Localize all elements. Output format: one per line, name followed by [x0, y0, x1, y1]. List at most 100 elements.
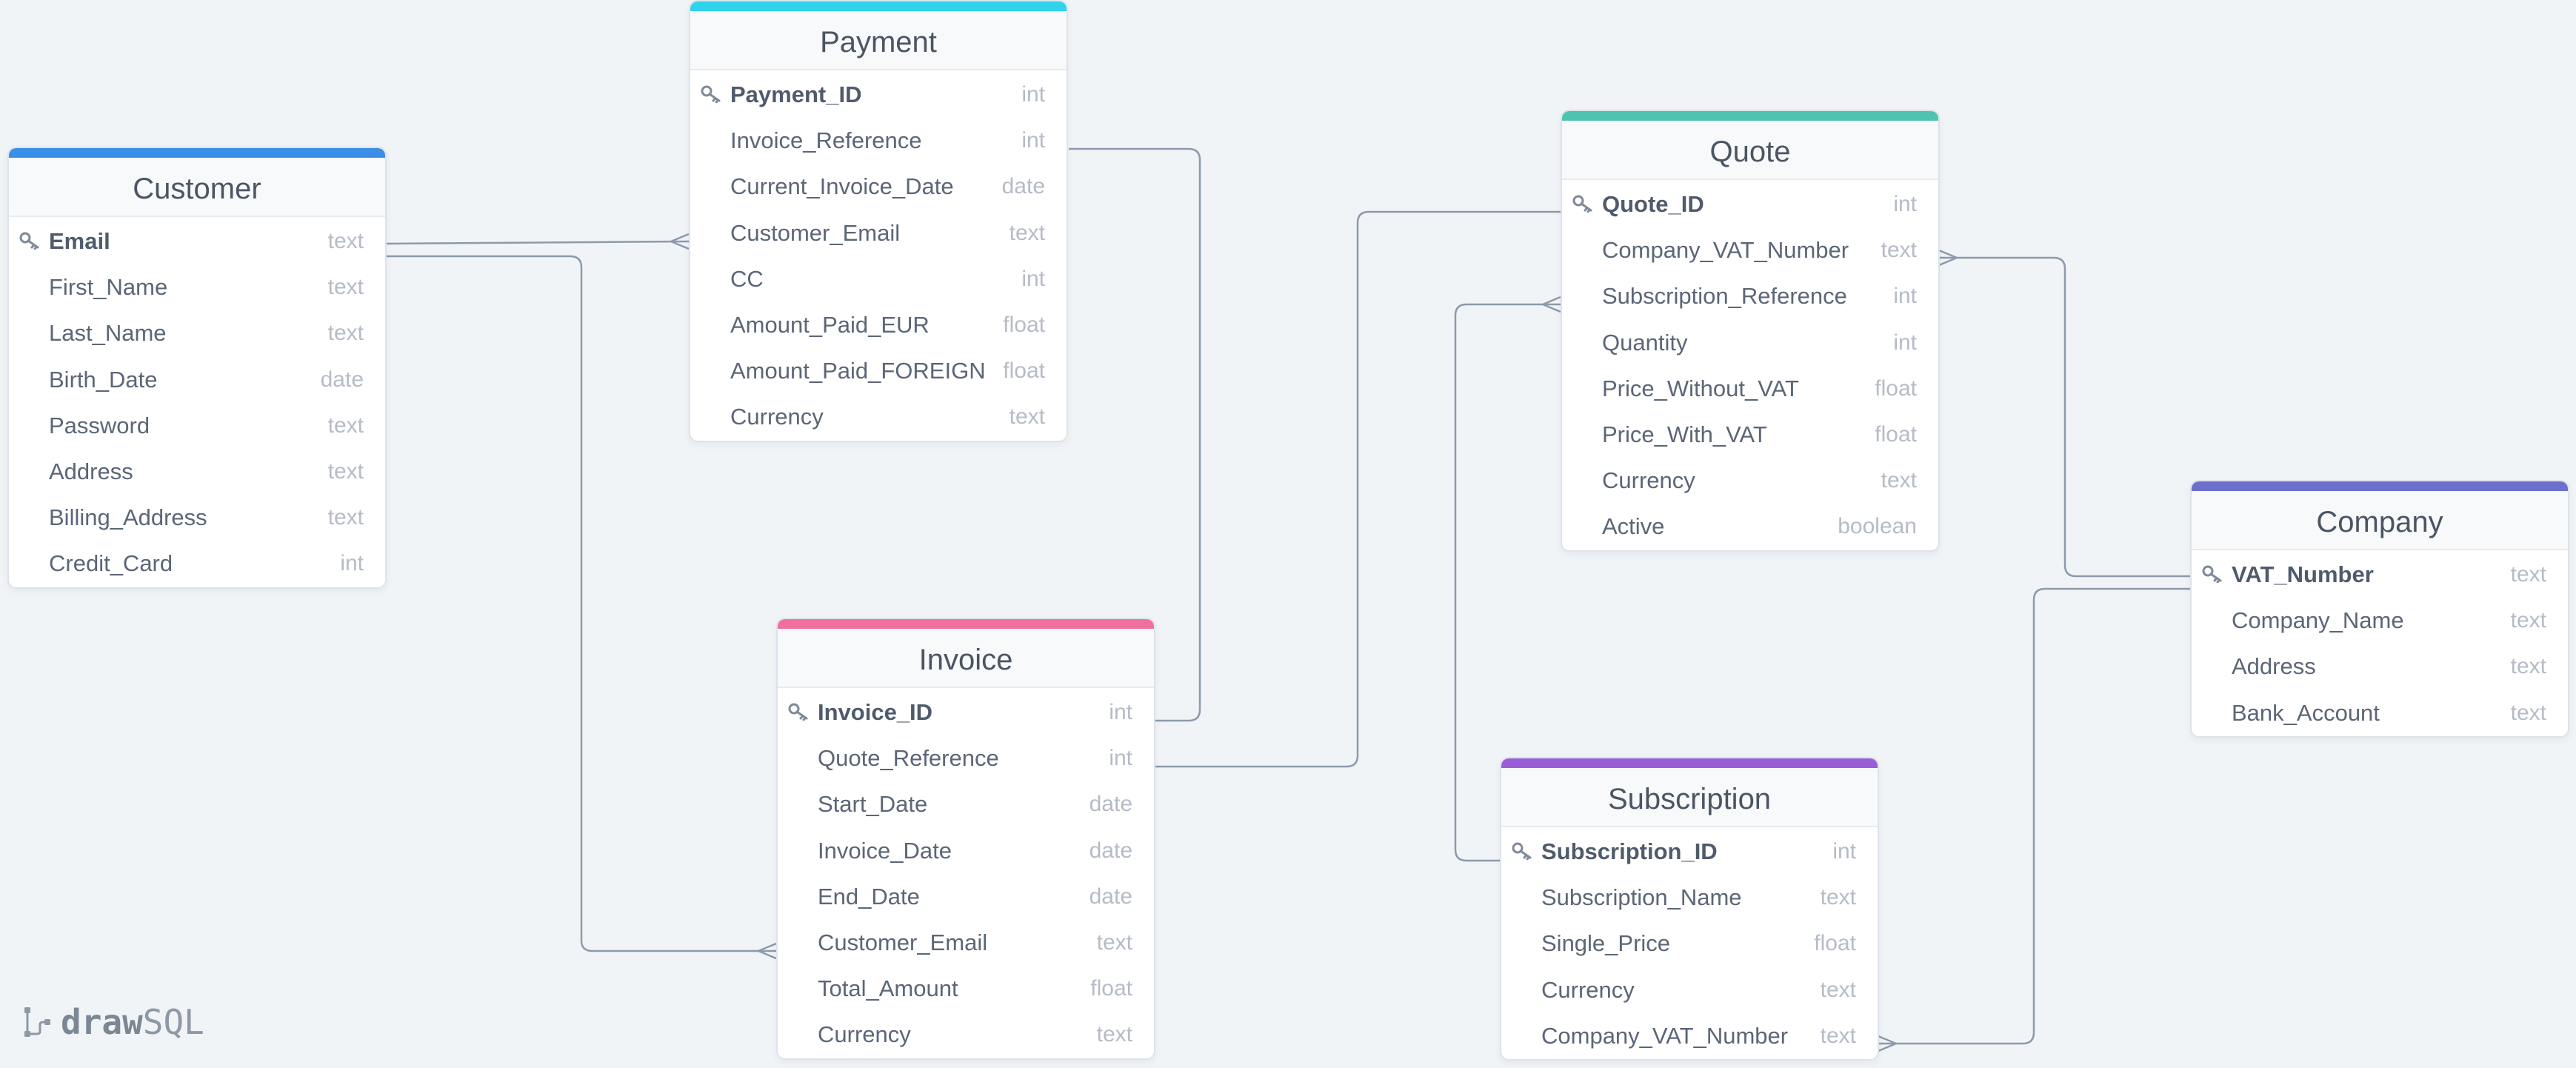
crowfoot-quote-company-vat: [1938, 249, 1960, 267]
column-name: Quote_ID: [1602, 191, 1704, 217]
column-name: Invoice_ID: [818, 699, 933, 725]
column-type: int: [1893, 192, 1917, 216]
key-icon: [19, 232, 41, 250]
logo-text-bold: draw: [61, 1002, 143, 1042]
column-name: Company_VAT_Number: [1541, 1022, 1789, 1049]
column-type: int: [1021, 266, 1045, 291]
column-row[interactable]: Quote_ID int: [1562, 181, 1938, 227]
connector-subscription-to-company: [1878, 587, 2190, 1045]
column-name: Address: [2232, 653, 2316, 680]
column-row[interactable]: CC int: [690, 256, 1067, 302]
crowfoot-invoice-customer-email: [755, 942, 777, 960]
table-title: Company: [2316, 506, 2443, 538]
column-type: float: [1090, 976, 1132, 1001]
table-header[interactable]: Quote: [1562, 111, 1938, 180]
table-header[interactable]: Payment: [690, 1, 1067, 70]
table-title: Subscription: [1607, 783, 1772, 815]
key-icon: [1572, 195, 1595, 213]
column-name: Active: [1602, 513, 1665, 540]
column-type: text: [1009, 220, 1045, 245]
drawsql-logo-icon: [24, 1007, 50, 1037]
table-header[interactable]: Company: [2192, 481, 2568, 550]
column-name: Payment_ID: [730, 81, 862, 107]
column-row[interactable]: Address text: [2192, 644, 2568, 690]
connector-quote-to-company: [1939, 256, 2190, 578]
column-type: int: [1021, 82, 1045, 107]
table-header[interactable]: Invoice: [778, 619, 1154, 688]
column-row[interactable]: Total_Amount float: [778, 966, 1154, 1012]
column-name: Customer_Email: [818, 929, 988, 955]
column-type: text: [1009, 404, 1045, 430]
column-type: text: [2510, 562, 2546, 587]
table-header[interactable]: Subscription: [1501, 758, 1878, 827]
column-name: Total_Amount: [818, 975, 958, 1002]
column-name: Subscription_Reference: [1602, 283, 1847, 310]
logo-text-regular: SQL: [142, 1002, 204, 1042]
column-name: Last_Name: [49, 320, 167, 347]
column-row[interactable]: Payment_ID int: [690, 72, 1067, 118]
key-icon: [788, 703, 810, 721]
column-type: float: [1814, 931, 1856, 956]
drawsql-logo[interactable]: drawSQL: [22, 1000, 204, 1044]
column-name: Quantity: [1602, 329, 1688, 356]
column-row[interactable]: Currency text: [690, 394, 1067, 440]
column-name: Currency: [730, 404, 824, 430]
column-name: Company_Name: [2232, 607, 2404, 634]
column-type: text: [327, 275, 364, 300]
crowfoot-quote-subscription-reference: [1540, 296, 1561, 313]
column-type: text: [327, 229, 364, 253]
column-name: CC: [730, 265, 764, 292]
column-name: Price_Without_VAT: [1602, 375, 1799, 401]
table-title: Payment: [820, 26, 937, 59]
crowfoot-subscription-company-vat: [1878, 1035, 1899, 1052]
column-type: date: [1089, 792, 1132, 817]
table-header[interactable]: Customer: [9, 148, 385, 217]
column-type: text: [2510, 654, 2546, 679]
